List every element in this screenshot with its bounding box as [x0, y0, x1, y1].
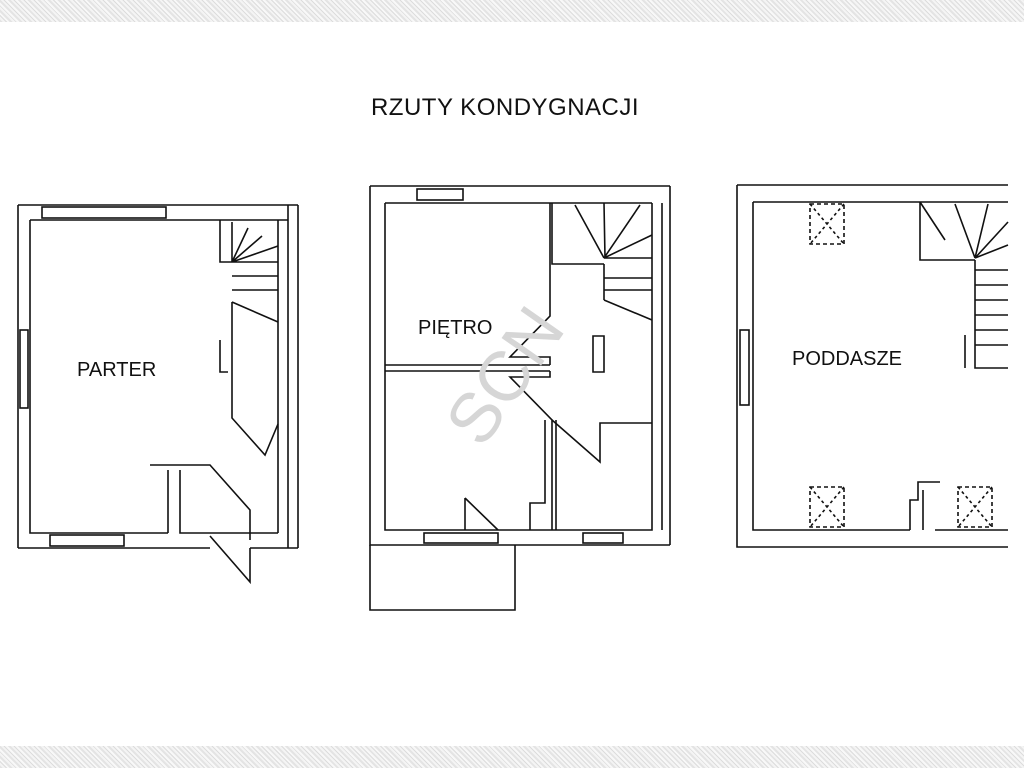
- floor-label-pietro: PIĘTRO: [418, 317, 492, 339]
- window: [41, 206, 167, 219]
- floor-label-parter: PARTER: [77, 359, 156, 381]
- window: [49, 534, 125, 547]
- window: [416, 188, 464, 201]
- window: [739, 329, 750, 406]
- plan-pietro: SCN PIĘTRO: [369, 185, 671, 611]
- texture-band-top: [0, 0, 1024, 22]
- window: [19, 329, 29, 409]
- plan-poddasze: PODDASZE: [736, 184, 1009, 548]
- texture-band-bottom: [0, 746, 1024, 768]
- window: [423, 532, 499, 544]
- skylight-icon: [809, 203, 845, 245]
- skylight-icon: [957, 486, 993, 528]
- page-title: RZUTY KONDYGNACJI: [370, 94, 640, 121]
- floor-label-poddasze: PODDASZE: [792, 348, 902, 370]
- plan-parter: PARTER: [17, 204, 299, 585]
- skylight-icon: [809, 486, 845, 528]
- window: [582, 532, 624, 544]
